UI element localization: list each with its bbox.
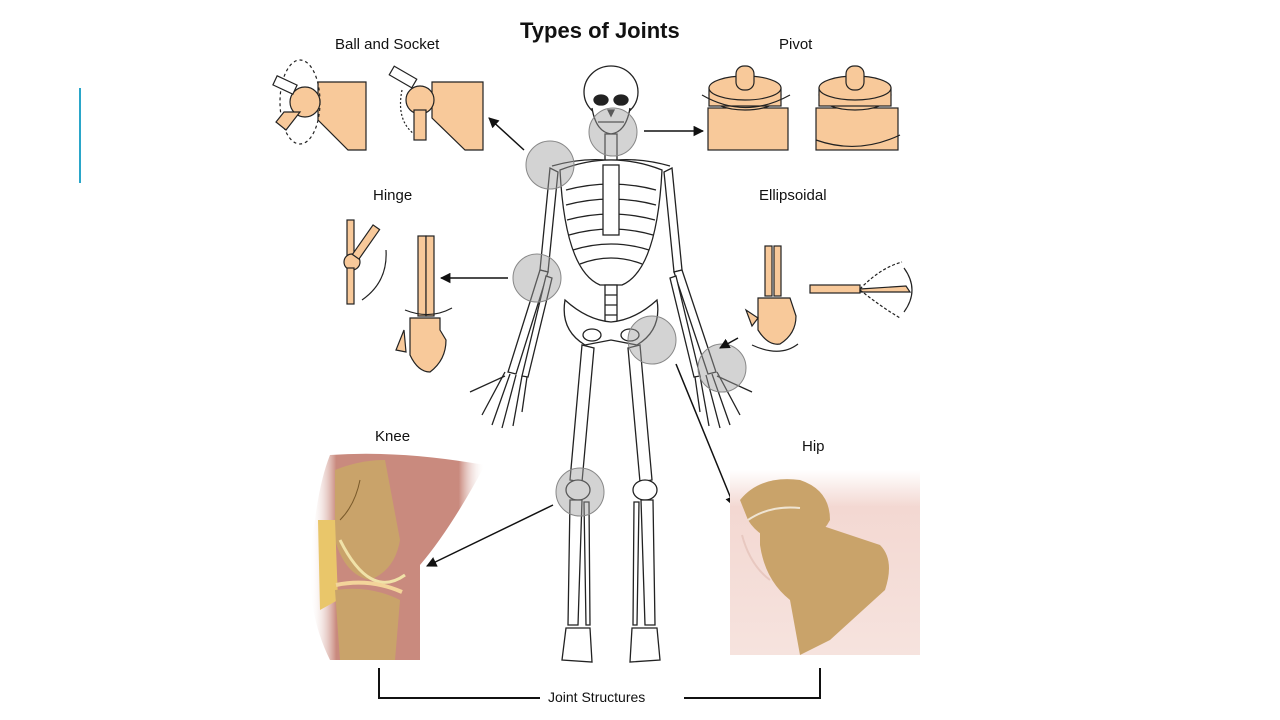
joint-highlights [512,107,747,517]
label-knee: Knee [375,428,411,445]
neck-pivot-highlight [588,107,638,157]
ellipsoidal-model [744,245,913,352]
wrist-highlight [697,343,747,393]
label-ellipsoidal: Ellipsoidal [759,187,827,204]
ball-and-socket-model [272,59,484,151]
pointer-arrows [426,117,739,567]
label-hinge: Hinge [373,187,413,204]
knee-highlight [555,467,605,517]
shoulder-highlight [525,140,575,190]
skeleton-figure [469,65,753,663]
bracket-label-joint-structures: Joint Structures [548,689,646,705]
slide-accent-bar [79,88,81,183]
hip-illustration [730,470,920,655]
knee-illustration [310,453,485,660]
label-pivot: Pivot [779,36,813,53]
slide-title: Types of Joints [520,18,680,43]
hinge-model [343,219,453,373]
label-hip: Hip [802,438,825,455]
bracket-right [684,668,821,699]
bracket-left [378,668,540,699]
elbow-highlight [512,253,562,303]
pivot-model [701,65,901,151]
hip-highlight [627,315,677,365]
label-ball-and-socket: Ball and Socket [335,36,440,53]
